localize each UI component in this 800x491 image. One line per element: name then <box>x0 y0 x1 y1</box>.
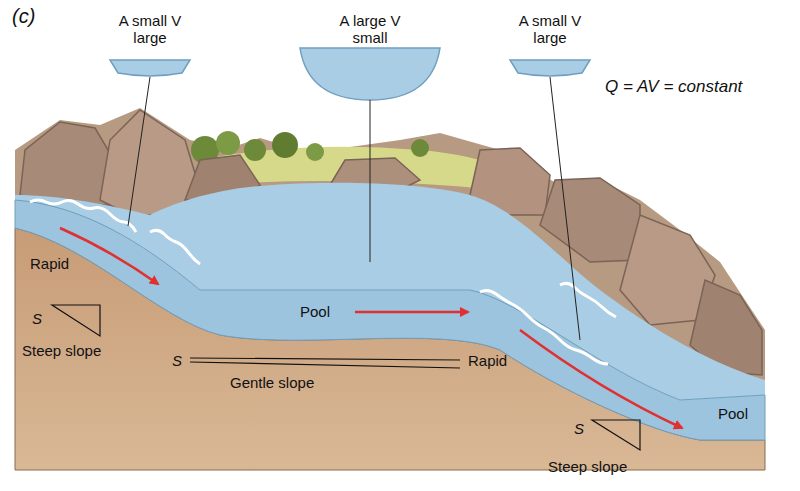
reach-label: Pool <box>718 405 748 422</box>
reach-label: Rapid <box>30 255 69 272</box>
reach-label: Pool <box>300 303 330 320</box>
slope-symbol: S <box>32 310 42 327</box>
section-note: A small V large <box>515 12 585 46</box>
reach-label: Rapid <box>468 352 507 369</box>
slope-symbol: S <box>172 352 182 369</box>
panel-letter: (c) <box>12 8 35 25</box>
equation: Q = AV = constant <box>605 78 742 95</box>
section-note: A large V small <box>335 12 405 46</box>
slope-label: Steep slope <box>548 458 627 475</box>
slope-label: Steep slope <box>22 342 101 359</box>
slope-label: Gentle slope <box>230 374 314 391</box>
slope-symbol: S <box>574 420 584 437</box>
section-note: A small V large <box>115 12 185 46</box>
